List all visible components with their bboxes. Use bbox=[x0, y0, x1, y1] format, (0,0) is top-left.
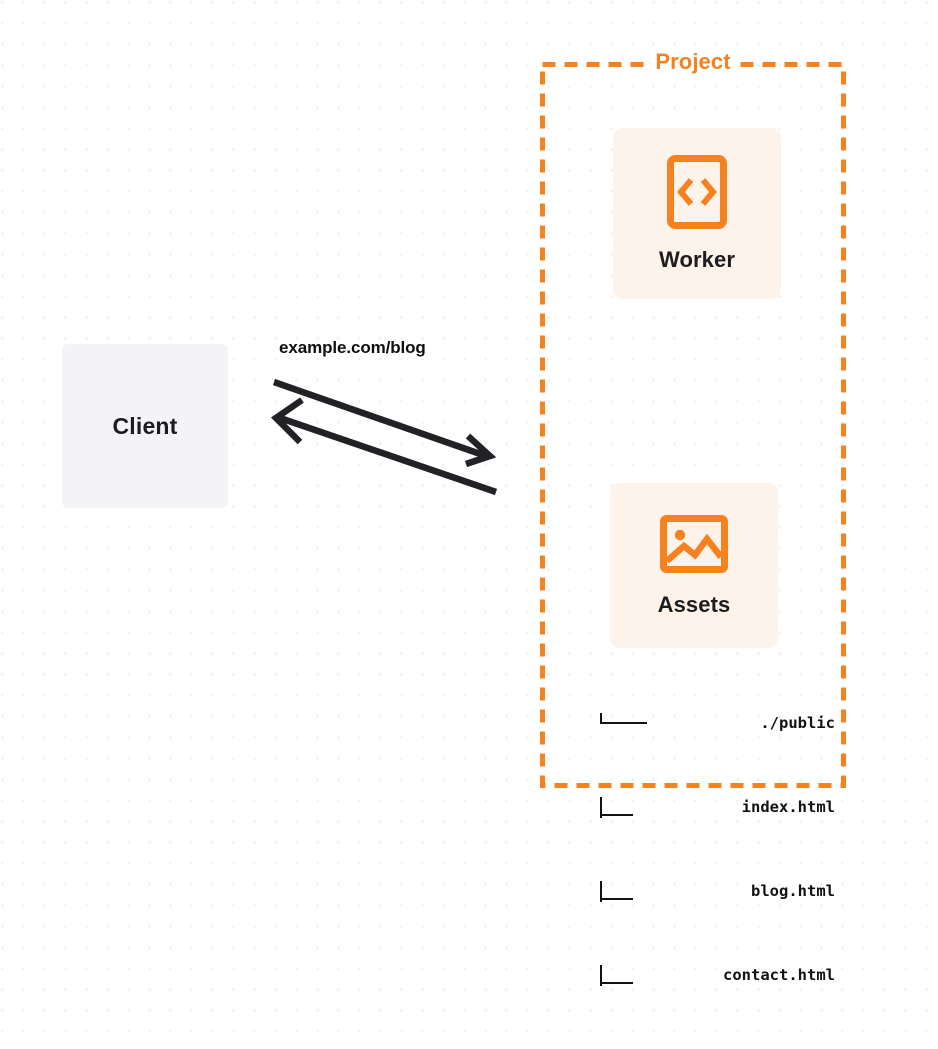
assets-label: Assets bbox=[657, 592, 731, 617]
client-label: Client bbox=[112, 412, 178, 439]
tree-branch-icon bbox=[587, 797, 649, 818]
tree-branch-icon bbox=[587, 965, 649, 986]
file-tree-row-root: ./public bbox=[587, 713, 837, 734]
connection-url-label: example.com/blog bbox=[279, 338, 426, 357]
assets-card[interactable]: Assets bbox=[610, 483, 778, 648]
code-brackets-icon bbox=[666, 154, 728, 235]
file-tree-row: index.html bbox=[587, 797, 837, 818]
file-tree-row: blog.html bbox=[587, 881, 837, 902]
file-tree-row: contact.html bbox=[587, 965, 837, 986]
client-node[interactable]: Client bbox=[62, 344, 228, 508]
file-tree-root-label: ./public bbox=[760, 714, 835, 732]
connector-layer bbox=[250, 360, 520, 510]
file-tree-item-label: contact.html bbox=[723, 966, 835, 984]
file-tree-item-label: blog.html bbox=[751, 882, 835, 900]
assets-file-tree: ./public index.html blog.html bbox=[587, 650, 837, 1049]
worker-card[interactable]: Worker bbox=[613, 128, 781, 299]
diagram-canvas: Client example.com/blog Project bbox=[62, 50, 846, 986]
image-icon bbox=[659, 513, 729, 580]
tree-branch-icon bbox=[587, 881, 649, 902]
tree-branch-icon bbox=[587, 713, 649, 734]
worker-label: Worker bbox=[659, 247, 735, 272]
project-title: Project bbox=[648, 50, 738, 74]
arrows-svg bbox=[270, 378, 498, 496]
file-tree-item-label: index.html bbox=[741, 798, 835, 816]
response-arrow bbox=[270, 397, 498, 496]
project-dashed-border bbox=[540, 62, 846, 788]
project-group[interactable]: Project Worker Assets bbox=[540, 50, 846, 986]
request-arrow bbox=[272, 378, 497, 468]
